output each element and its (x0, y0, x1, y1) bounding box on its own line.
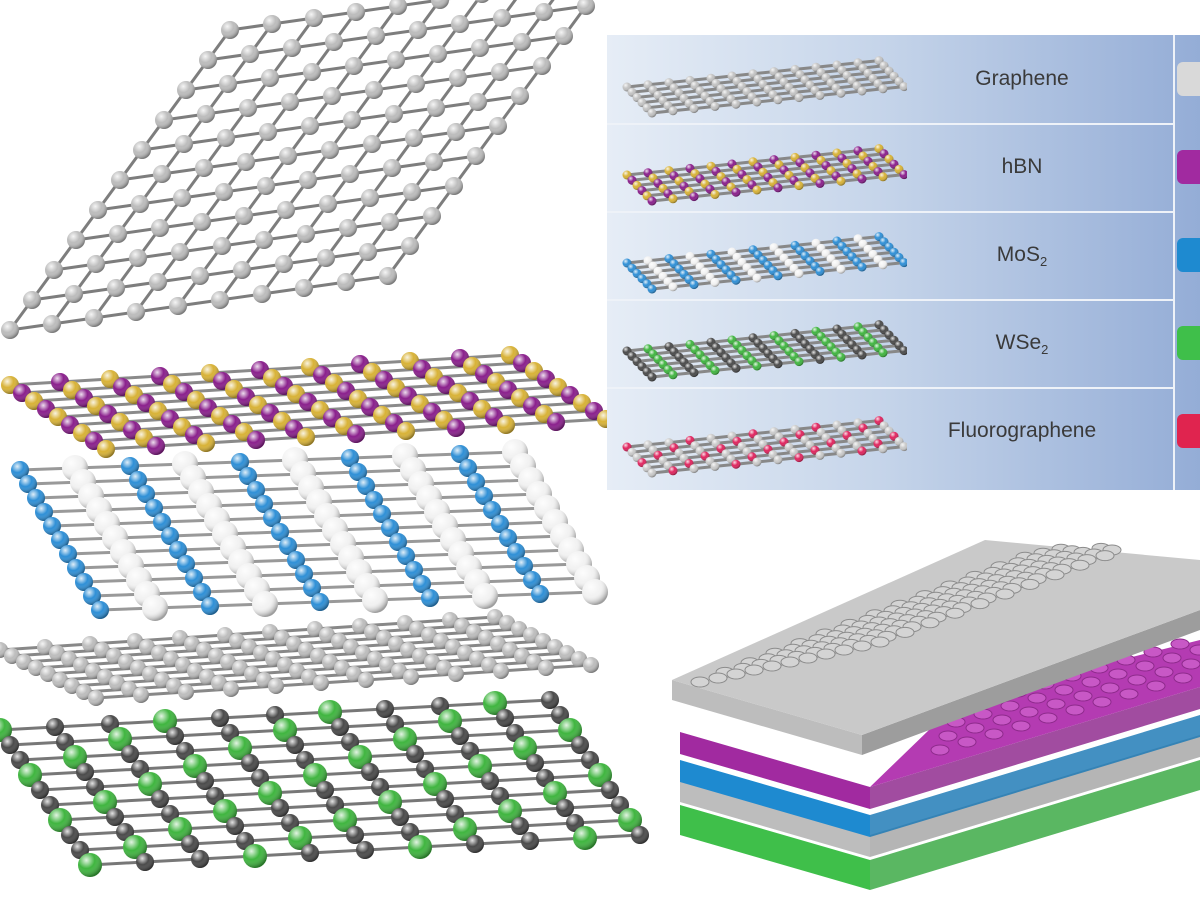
subscript: 2 (1039, 254, 1048, 270)
stud (726, 668, 746, 680)
lego-block-swatch (1177, 414, 1200, 448)
stud (708, 672, 728, 684)
material-name: hBN (907, 123, 1137, 211)
lego-block-stack (672, 540, 1200, 890)
lego-block-swatch (1177, 326, 1200, 360)
green-block (680, 760, 1200, 890)
stud (1020, 578, 1040, 590)
stud (834, 644, 854, 656)
wse2-layer (0, 691, 649, 877)
material-name-text: MoS (996, 243, 1040, 266)
material-row-fluorographene: Fluorographene (607, 387, 1173, 490)
lego-block-swatch (1177, 150, 1200, 184)
thumb-lattice (622, 320, 907, 382)
material-lattice-thumbnail (622, 144, 907, 206)
stud (895, 626, 915, 638)
stud (945, 607, 965, 619)
stud (1095, 550, 1115, 562)
atomic-layer-stack (0, 0, 649, 877)
block-2 (680, 687, 1200, 809)
hbn-layer (1, 346, 615, 458)
stud (995, 588, 1015, 600)
material-lattice-thumbnail (622, 320, 907, 382)
material-name: Graphene (907, 35, 1137, 123)
stud (852, 640, 872, 652)
column-divider (1173, 35, 1175, 490)
material-name-text: Fluorographene (947, 419, 1097, 442)
lego-block-swatch (1177, 62, 1200, 96)
material-row-mos: MoS2 (607, 211, 1173, 301)
stud (920, 617, 940, 629)
stud (690, 676, 710, 688)
stud (780, 656, 800, 668)
material-name-text: Graphene (975, 67, 1069, 90)
stud (1045, 569, 1065, 581)
material-name: Fluorographene (907, 387, 1137, 475)
block-0 (680, 735, 1200, 857)
material-name: WSe2 (907, 299, 1137, 387)
material-name: MoS2 (907, 211, 1137, 299)
graphene-layer-top (1, 0, 595, 339)
stud (762, 660, 782, 672)
graphene-layer-lower (0, 609, 599, 706)
block-1 (680, 715, 1200, 837)
material-lattice-thumbnail (622, 416, 907, 478)
material-lattice-thumbnail (622, 56, 907, 118)
material-lattice-thumbnail (622, 232, 907, 294)
material-name-text: WSe (995, 331, 1042, 354)
stud (816, 648, 836, 660)
stud (970, 598, 990, 610)
material-row-wse: WSe2 (607, 299, 1173, 389)
material-name-text: hBN (1001, 155, 1043, 178)
stud (870, 636, 890, 648)
thumb-lattice (622, 232, 907, 294)
thumb-lattice (622, 416, 907, 478)
material-row-graphene: Graphene (607, 35, 1173, 125)
stud (744, 664, 764, 676)
lego-block-swatch (1177, 238, 1200, 272)
mos2-layer (11, 439, 608, 621)
subscript: 2 (1041, 342, 1049, 358)
stud (1070, 559, 1090, 571)
material-row-hbn: hBN (607, 123, 1173, 213)
thumb-lattice (622, 56, 907, 118)
graphene-plate (672, 540, 1200, 755)
stud (798, 652, 818, 664)
magenta-block-top (870, 638, 1200, 787)
thumb-lattice (622, 144, 907, 206)
